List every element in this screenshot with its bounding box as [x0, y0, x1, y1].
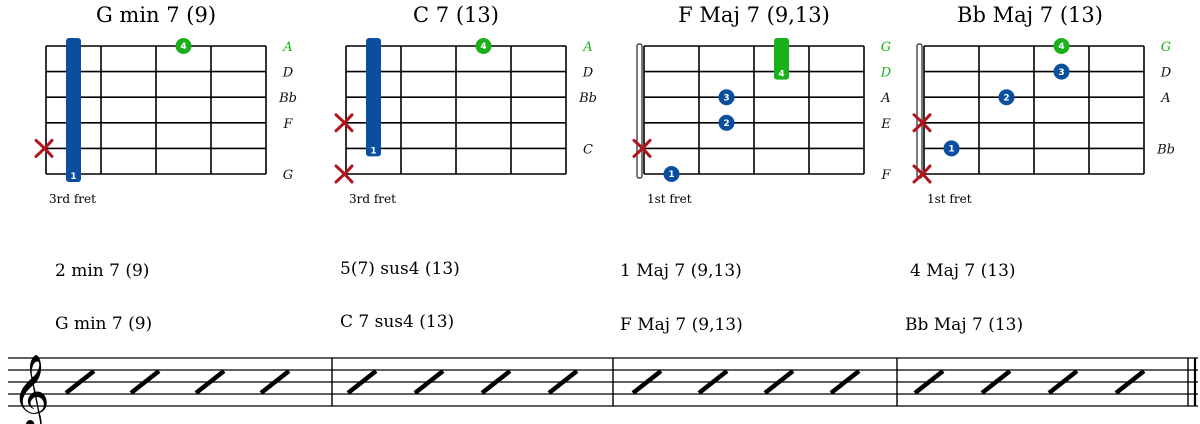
- rhythm-slash: [829, 369, 861, 395]
- fret-position-label: 3rd fret: [349, 192, 396, 206]
- finger-number: 4: [778, 70, 784, 80]
- string-label: C: [583, 142, 593, 157]
- fret-position-label: 3rd fret: [49, 192, 96, 206]
- barre-bar: [66, 38, 81, 182]
- chord-title: F Maj 7 (9,13): [678, 3, 830, 27]
- string-label: G: [283, 168, 293, 183]
- muted-string-icon: [632, 138, 652, 158]
- chord-title: Bb Maj 7 (13): [957, 3, 1103, 27]
- chord-title: G min 7 (9): [96, 3, 216, 27]
- barre-bar: [366, 38, 381, 157]
- staff-chord-3: F Maj 7 (9,13): [620, 315, 743, 335]
- fretboard-grid: [45, 45, 267, 175]
- string-label: A: [282, 40, 292, 55]
- finger-dot: [718, 114, 735, 131]
- string-label: D: [1160, 66, 1172, 81]
- nut: [916, 43, 923, 179]
- finger-dot: [1053, 63, 1070, 80]
- rhythm-slash: [631, 369, 663, 395]
- roman-numeral-2: 5(7) sus4 (13): [340, 259, 460, 279]
- string-label: A: [880, 91, 890, 106]
- barre-bar: [774, 38, 789, 80]
- finger-number: 1: [668, 170, 674, 180]
- string-label: E: [880, 117, 891, 132]
- finger-number: 1: [948, 145, 954, 155]
- roman-numeral-4: 4 Maj 7 (13): [910, 261, 1016, 281]
- fret-position-label: 1st fret: [647, 192, 692, 206]
- finger-dot: [1053, 38, 1070, 54]
- string-label: D: [880, 66, 892, 81]
- rhythm-slash: [346, 369, 378, 395]
- chord-title: C 7 (13): [413, 3, 499, 27]
- finger-dot: [475, 38, 492, 54]
- roman-numeral-1: 2 min 7 (9): [55, 261, 149, 281]
- finger-number: 2: [723, 119, 729, 129]
- rhythm-slash: [980, 369, 1012, 395]
- string-label: Bb: [578, 91, 597, 106]
- string-label: A: [1160, 91, 1170, 106]
- mute-stroke: [912, 164, 932, 184]
- rhythm-slash: [413, 369, 445, 395]
- rhythm-slash: [64, 369, 96, 395]
- finger-number: 4: [480, 42, 486, 52]
- nut: [636, 43, 643, 179]
- muted-string-icon: [912, 113, 932, 133]
- rhythm-slash: [547, 369, 579, 395]
- rhythm-slash: [697, 369, 729, 395]
- rhythm-slash: [129, 369, 161, 395]
- string-label: F: [880, 168, 891, 183]
- treble-clef-icon: 𝄞: [12, 355, 50, 424]
- rhythm-slash: [913, 369, 945, 395]
- staff-chord-4: Bb Maj 7 (13): [905, 315, 1023, 335]
- rhythm-slash: [194, 369, 226, 395]
- rhythm-slash: [480, 369, 512, 395]
- finger-dot: [175, 38, 192, 54]
- chord-diagram-g-min7-9: G min 7 (9) AD BbF G 3rd fret 1 4: [34, 3, 297, 206]
- staff-chord-2: C 7 sus4 (13): [340, 312, 454, 332]
- string-label: D: [282, 66, 294, 81]
- finger-dot: [943, 140, 960, 157]
- finger-number: 1: [370, 146, 376, 156]
- string-label: Bb: [278, 91, 297, 106]
- string-label: F: [282, 117, 293, 132]
- finger-dot: [718, 89, 735, 106]
- rhythm-slash: [1114, 369, 1146, 395]
- fretboard-grid: [345, 45, 567, 175]
- chord-diagram-c7-13: C 7 (13) AD BbC 3rd fret 1 4: [334, 3, 597, 206]
- string-label: A: [582, 40, 592, 55]
- finger-dot: [663, 166, 680, 182]
- muted-string-icon: [34, 138, 54, 158]
- mute-stroke: [334, 113, 354, 133]
- mute-stroke: [34, 138, 54, 158]
- finger-dot: [998, 89, 1015, 106]
- string-label: D: [582, 66, 594, 81]
- muted-string-icon: [334, 113, 354, 133]
- string-label: G: [1161, 40, 1171, 55]
- mute-stroke: [334, 164, 354, 184]
- string-label: G: [881, 40, 891, 55]
- music-staff: 𝄞: [8, 355, 1198, 424]
- finger-number: 2: [1003, 93, 1009, 103]
- fret-position-label: 1st fret: [927, 192, 972, 206]
- rhythm-slash: [763, 369, 795, 395]
- mute-stroke: [912, 113, 932, 133]
- fretboard-grid: [643, 45, 865, 175]
- finger-number: 4: [1058, 42, 1064, 52]
- muted-string-icon: [334, 164, 354, 184]
- roman-numeral-3: 1 Maj 7 (9,13): [620, 261, 742, 281]
- finger-number: 4: [180, 42, 186, 52]
- chord-diagram-bb-maj7-13: Bb Maj 7 (13) GDA Bb 1st fret 4 3 2 1: [912, 3, 1175, 206]
- rhythm-slash: [1047, 369, 1079, 395]
- staff-chord-1: G min 7 (9): [55, 314, 152, 334]
- mute-stroke: [632, 138, 652, 158]
- rhythm-slash: [259, 369, 291, 395]
- finger-number: 3: [723, 93, 729, 103]
- fretboard-grid: [923, 45, 1145, 175]
- string-label: Bb: [1156, 142, 1175, 157]
- muted-string-icon: [912, 164, 932, 184]
- finger-number: 1: [70, 172, 76, 182]
- finger-number: 3: [1058, 68, 1064, 78]
